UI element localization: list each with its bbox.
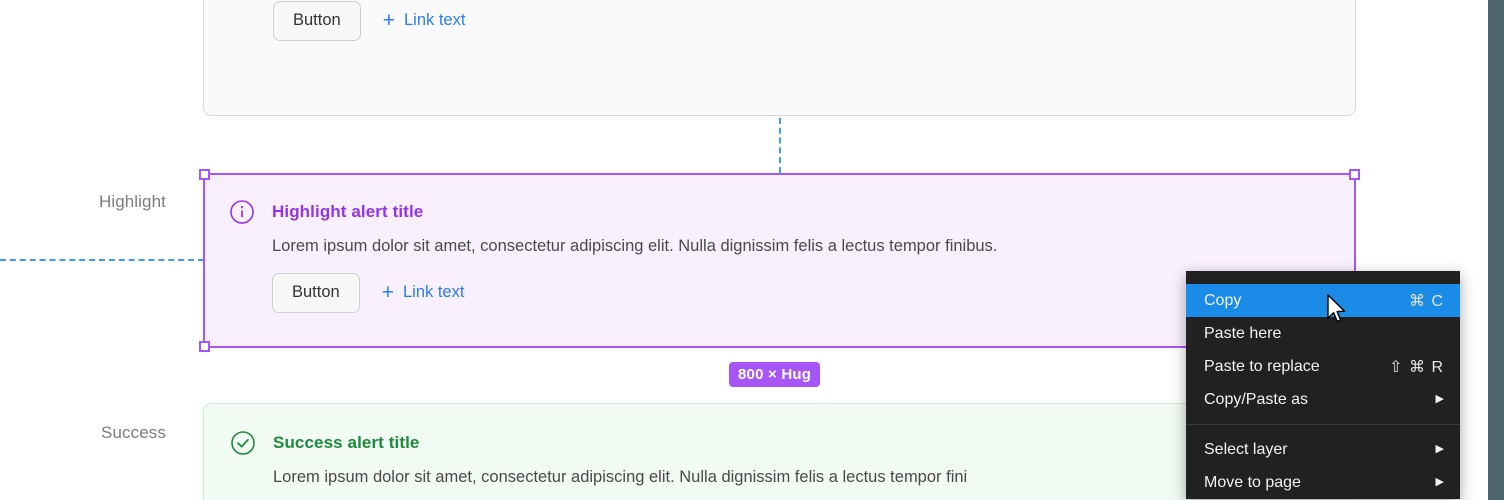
row-label-success: Success [101,423,166,442]
size-badge: 800 × Hug [729,362,821,387]
alert-title: Highlight alert title [272,202,424,221]
right-panel-edge [1488,0,1504,500]
plus-icon: + [381,281,394,305]
alert-link[interactable]: + Link text [382,282,465,303]
horizontal-alignment-guide [0,259,204,261]
context-menu[interactable]: Copy ⌘ C Paste here Paste to replace ⇧ ⌘… [1186,271,1460,499]
context-menu-item-shortcut: ⌘ C [1409,292,1444,310]
context-menu-item-copy[interactable]: Copy ⌘ C [1186,284,1460,317]
context-menu-item-label: Select layer [1204,440,1288,458]
alert-actions: Button + Link text [273,1,1355,41]
context-menu-item-label: Paste here [1204,324,1282,342]
plus-icon: + [382,9,395,33]
alert-button[interactable]: Button [272,273,360,313]
row-label-highlight: Highlight [98,192,166,211]
context-menu-item-paste-here[interactable]: Paste here [1186,317,1460,350]
context-menu-separator [1186,424,1460,425]
info-circle-icon [229,199,255,225]
alert-header: Success alert title [231,430,1355,456]
context-menu-item-paste-to-replace[interactable]: Paste to replace ⇧ ⌘ R [1186,350,1460,383]
context-menu-item-label: Move to page [1204,473,1301,491]
alert-link-label: Link text [402,283,465,302]
context-menu-item-move-to-page[interactable]: Move to page ▶ [1186,466,1460,499]
chevron-right-icon: ▶ [1435,443,1444,455]
alert-card-success[interactable]: Success alert title Lorem ipsum dolor si… [203,403,1356,500]
context-menu-item-label: Copy/Paste as [1204,390,1309,408]
context-menu-item-copy-paste-as[interactable]: Copy/Paste as ▶ [1186,383,1460,416]
alert-card-highlight[interactable]: Highlight alert title Lorem ipsum dolor … [203,173,1356,348]
alert-link-label: Link text [403,11,466,30]
alert-actions: Button + Link text [272,273,1356,313]
chevron-right-icon: ▶ [1435,476,1444,488]
context-menu-item-shortcut: ⇧ ⌘ R [1389,358,1444,376]
context-menu-item-select-layer[interactable]: Select layer ▶ [1186,433,1460,466]
alert-title: Success alert title [273,433,420,452]
context-menu-item-label: Copy [1204,291,1242,309]
alert-link[interactable]: + Link text [383,10,466,31]
alert-header: Highlight alert title [230,199,1356,225]
chevron-right-icon: ▶ [1435,393,1444,405]
alert-body-text: Lorem ipsum dolor sit amet, consectetur … [272,237,998,255]
context-menu-item-label: Paste to replace [1204,357,1320,375]
alert-card-neutral[interactable]: Lorem ipsum dolor sit amet, consectetur … [203,0,1356,116]
alert-body-text: Lorem ipsum dolor sit amet, consectetur … [273,468,968,486]
alert-button[interactable]: Button [273,1,361,41]
check-circle-icon [230,430,256,456]
